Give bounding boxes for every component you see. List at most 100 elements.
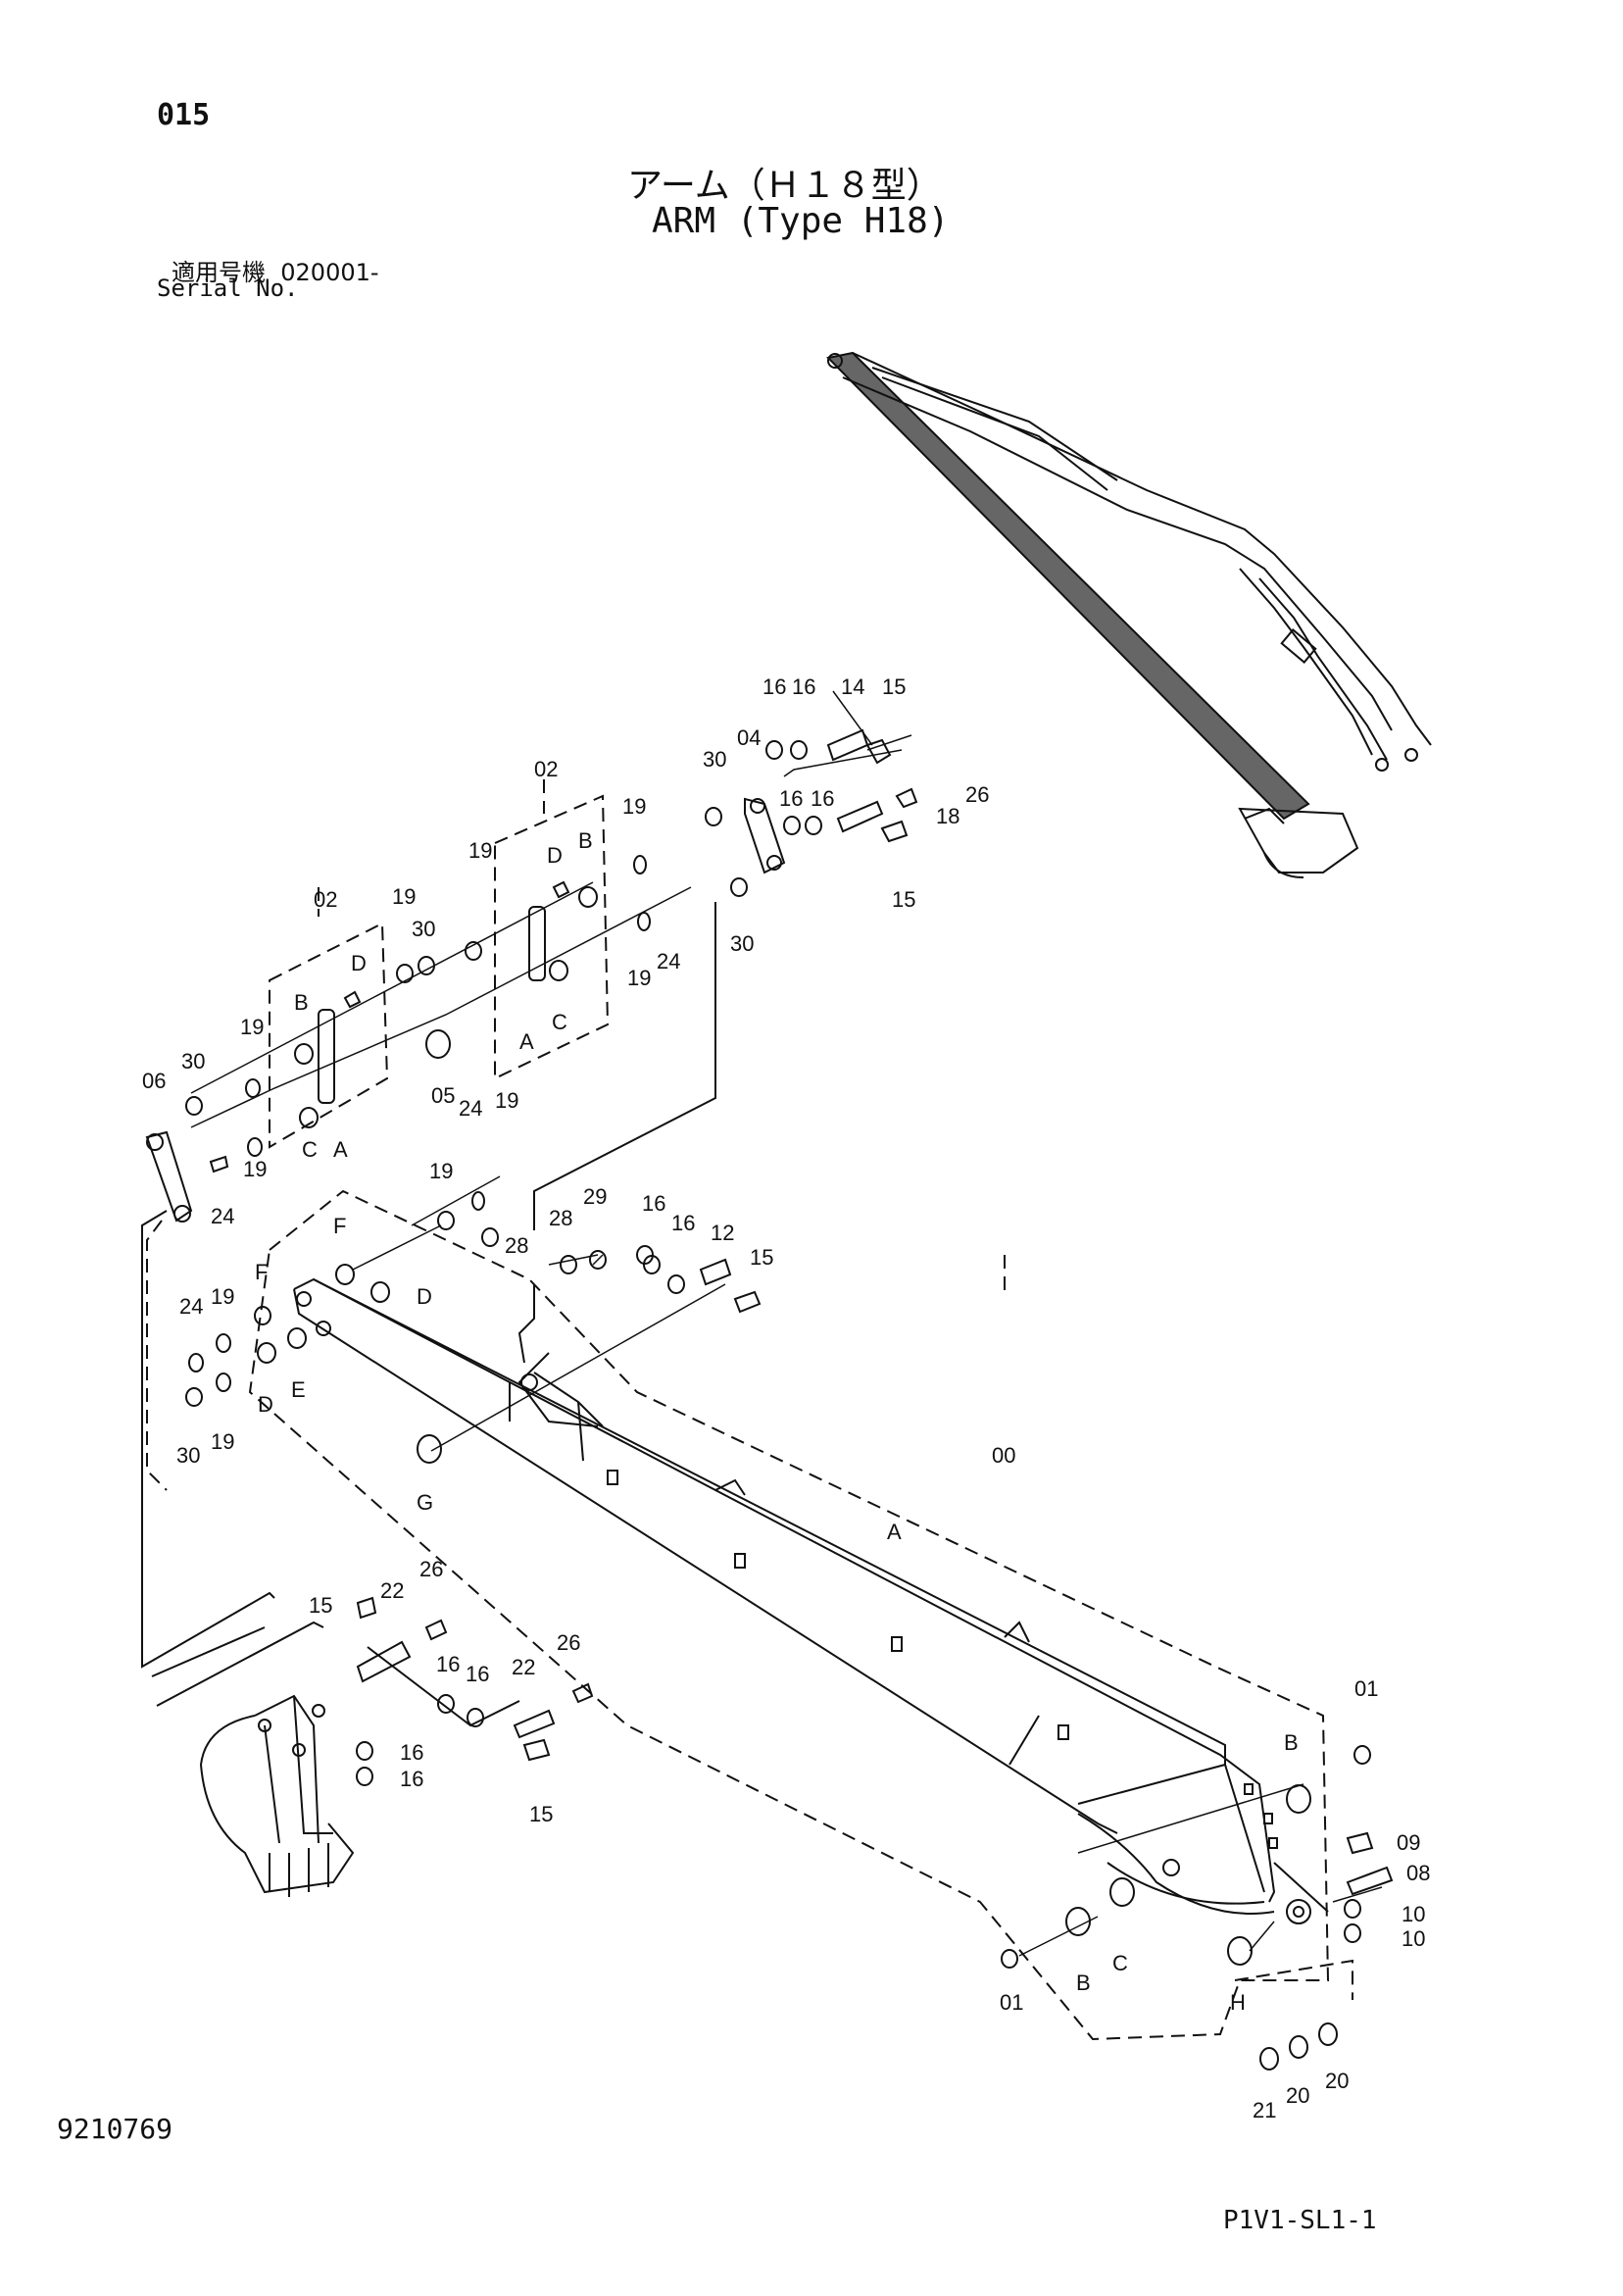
callout: 15 xyxy=(750,1245,773,1270)
callout: 30 xyxy=(730,931,754,956)
callout: 01 xyxy=(1000,1990,1023,2015)
washer-19-j xyxy=(216,1373,231,1392)
callout: 15 xyxy=(892,887,915,912)
title-japanese: アーム（Ｈ１８型） xyxy=(627,166,942,206)
callout: 20 xyxy=(1325,2069,1349,2093)
link-a-b xyxy=(318,1009,335,1104)
callout: 10 xyxy=(1402,1926,1425,1951)
callout: 10 xyxy=(1402,1902,1425,1926)
callout: 06 xyxy=(142,1069,166,1093)
bushing-c-c xyxy=(1109,1877,1135,1907)
nut-16-j xyxy=(467,1708,484,1727)
shim-20-a xyxy=(1289,2035,1308,2059)
bushing-d-a xyxy=(370,1281,390,1303)
callout: 16 xyxy=(762,674,786,699)
washer-30-a xyxy=(705,807,722,826)
nut-16-e xyxy=(643,1255,661,1274)
shim-28-b xyxy=(589,1250,607,1270)
bushing-c-a xyxy=(549,960,568,981)
callout: 16 xyxy=(811,786,834,811)
routing-lines xyxy=(141,902,1329,1913)
callout: 26 xyxy=(557,1630,580,1655)
nut-16-c xyxy=(783,816,801,835)
bolt-09 xyxy=(1346,1831,1374,1855)
nut-16-i xyxy=(437,1694,455,1714)
bushing-b-c xyxy=(1286,1784,1311,1814)
bushing-05 xyxy=(425,1029,451,1059)
callout: 16 xyxy=(792,674,815,699)
pin-24-a xyxy=(209,1155,229,1173)
shim-21 xyxy=(1259,2047,1279,2071)
link-a-a xyxy=(528,906,546,981)
callout: 12 xyxy=(711,1221,734,1245)
excavator-reference-illustration xyxy=(825,351,1432,878)
bolt-15-a xyxy=(865,738,892,765)
washer-01-b xyxy=(1001,1949,1018,1969)
nut-16-h xyxy=(356,1767,373,1786)
ring-24-a xyxy=(471,1191,485,1211)
callout: C xyxy=(302,1137,318,1162)
callout: B xyxy=(578,828,593,853)
callout: 19 xyxy=(622,794,646,819)
pin-18 xyxy=(836,800,884,833)
washer-30-b xyxy=(730,877,748,897)
callout: B xyxy=(1076,1971,1091,1995)
washer-19-e xyxy=(245,1078,261,1098)
callout: 19 xyxy=(211,1429,234,1454)
callout: 16 xyxy=(671,1211,695,1235)
callout: 28 xyxy=(549,1206,572,1230)
callout: D xyxy=(351,951,367,975)
grease-d-a xyxy=(552,880,570,899)
callout: 19 xyxy=(240,1015,264,1039)
parts-hardware xyxy=(145,728,1394,2071)
ring-24-b xyxy=(188,1353,204,1373)
callout: D xyxy=(417,1284,432,1309)
callout: 26 xyxy=(965,782,989,807)
callout: 21 xyxy=(1253,2098,1276,2122)
callout-labels: 16 16 14 15 04 30 02 19 19 D B 16 16 26 … xyxy=(142,674,1430,2122)
callout: 30 xyxy=(412,917,435,941)
callout: 24 xyxy=(657,949,680,973)
callout: C xyxy=(552,1010,567,1034)
bucket-illustration xyxy=(199,1694,355,1897)
doc-number: 9210769 xyxy=(57,2113,173,2145)
bolt-15-d xyxy=(356,1596,377,1620)
callout: 19 xyxy=(495,1088,518,1113)
callout: 16 xyxy=(779,786,803,811)
washer-30-d xyxy=(185,1096,203,1116)
page-number: 015 xyxy=(157,98,211,132)
callout: 20 xyxy=(1286,2083,1309,2108)
bushing-h xyxy=(1227,1936,1253,1966)
nut-16-a xyxy=(765,740,783,760)
callout: H xyxy=(1230,1990,1246,2015)
callout: B xyxy=(294,990,309,1015)
washer-19-f xyxy=(247,1137,263,1157)
callout: 30 xyxy=(176,1443,200,1468)
pin-12 xyxy=(699,1258,732,1286)
callout: 02 xyxy=(314,887,337,912)
bolt-15-c xyxy=(733,1290,762,1314)
bolt-15-b xyxy=(880,820,909,843)
washer-19-i xyxy=(216,1333,231,1353)
callout: 14 xyxy=(841,674,864,699)
callout: 24 xyxy=(459,1096,482,1121)
nut-16-d xyxy=(805,816,822,835)
callout: D xyxy=(258,1392,273,1417)
nut-16-g xyxy=(356,1741,373,1761)
leader-lines xyxy=(190,690,1383,1957)
nut-10-b xyxy=(1344,1923,1361,1943)
bushing-f-a xyxy=(335,1264,355,1285)
callout: 08 xyxy=(1406,1861,1430,1885)
grease-d-b xyxy=(343,990,362,1009)
bushing-b-b xyxy=(294,1043,314,1065)
callout: 04 xyxy=(737,725,761,750)
sheet-code: P1V1-SL1-1 xyxy=(1223,2206,1377,2235)
washer-19-c xyxy=(465,941,482,961)
bolt-26-a xyxy=(895,787,918,809)
bushing-e xyxy=(287,1327,307,1349)
callout: 16 xyxy=(400,1767,423,1791)
callout: 30 xyxy=(181,1049,205,1073)
callout: D xyxy=(547,843,563,868)
link-04 xyxy=(744,797,786,874)
callout: 05 xyxy=(431,1083,455,1108)
